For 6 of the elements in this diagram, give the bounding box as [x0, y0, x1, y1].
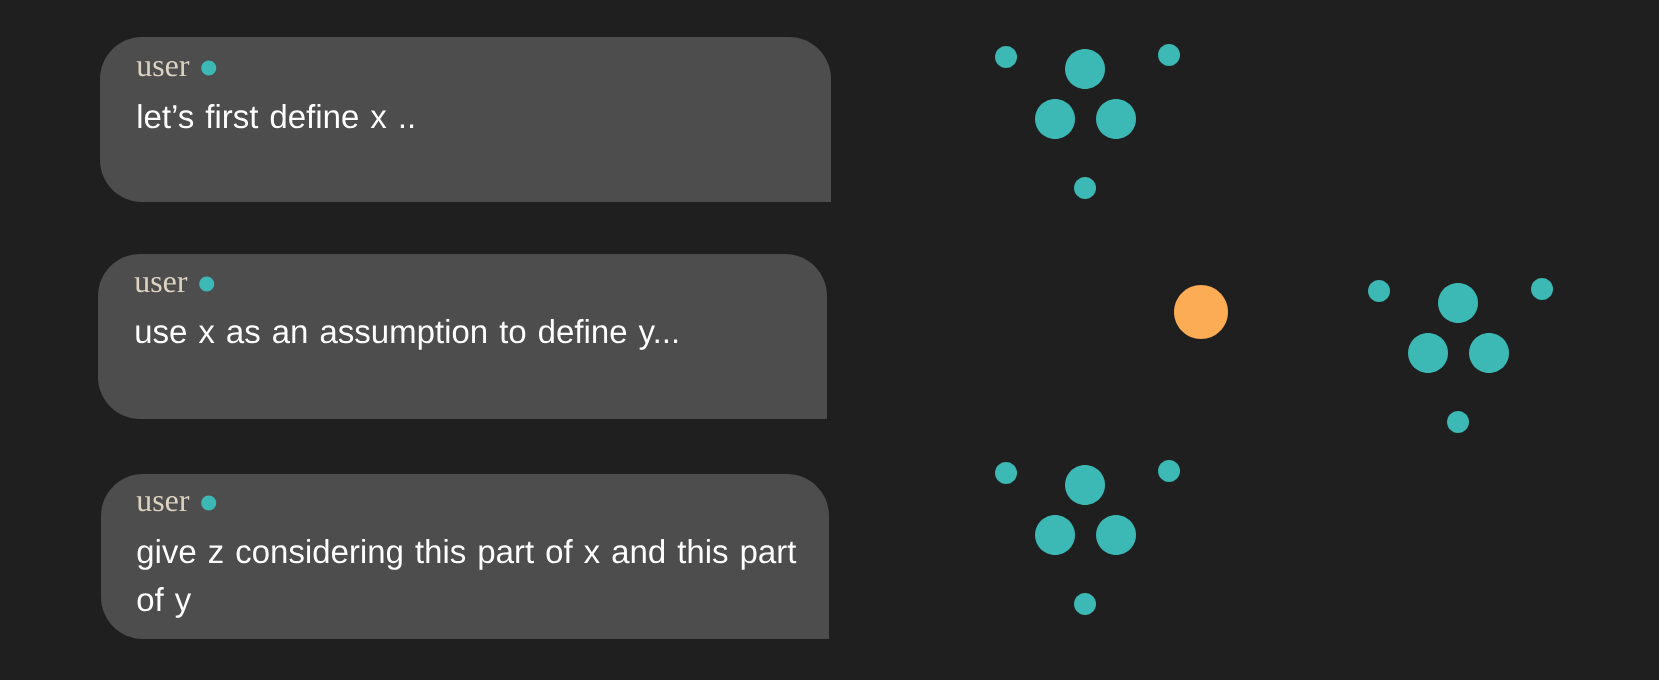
sender-label: user — [136, 495, 190, 512]
message-text: let’s first define x .. — [138, 104, 414, 129]
message-text: use x as an assumption to define y... — [136, 319, 678, 350]
sender-label: user — [134, 276, 188, 293]
sender-label: user — [136, 60, 190, 77]
message-text: give z considering this part of x and this part of y — [137, 539, 797, 618]
